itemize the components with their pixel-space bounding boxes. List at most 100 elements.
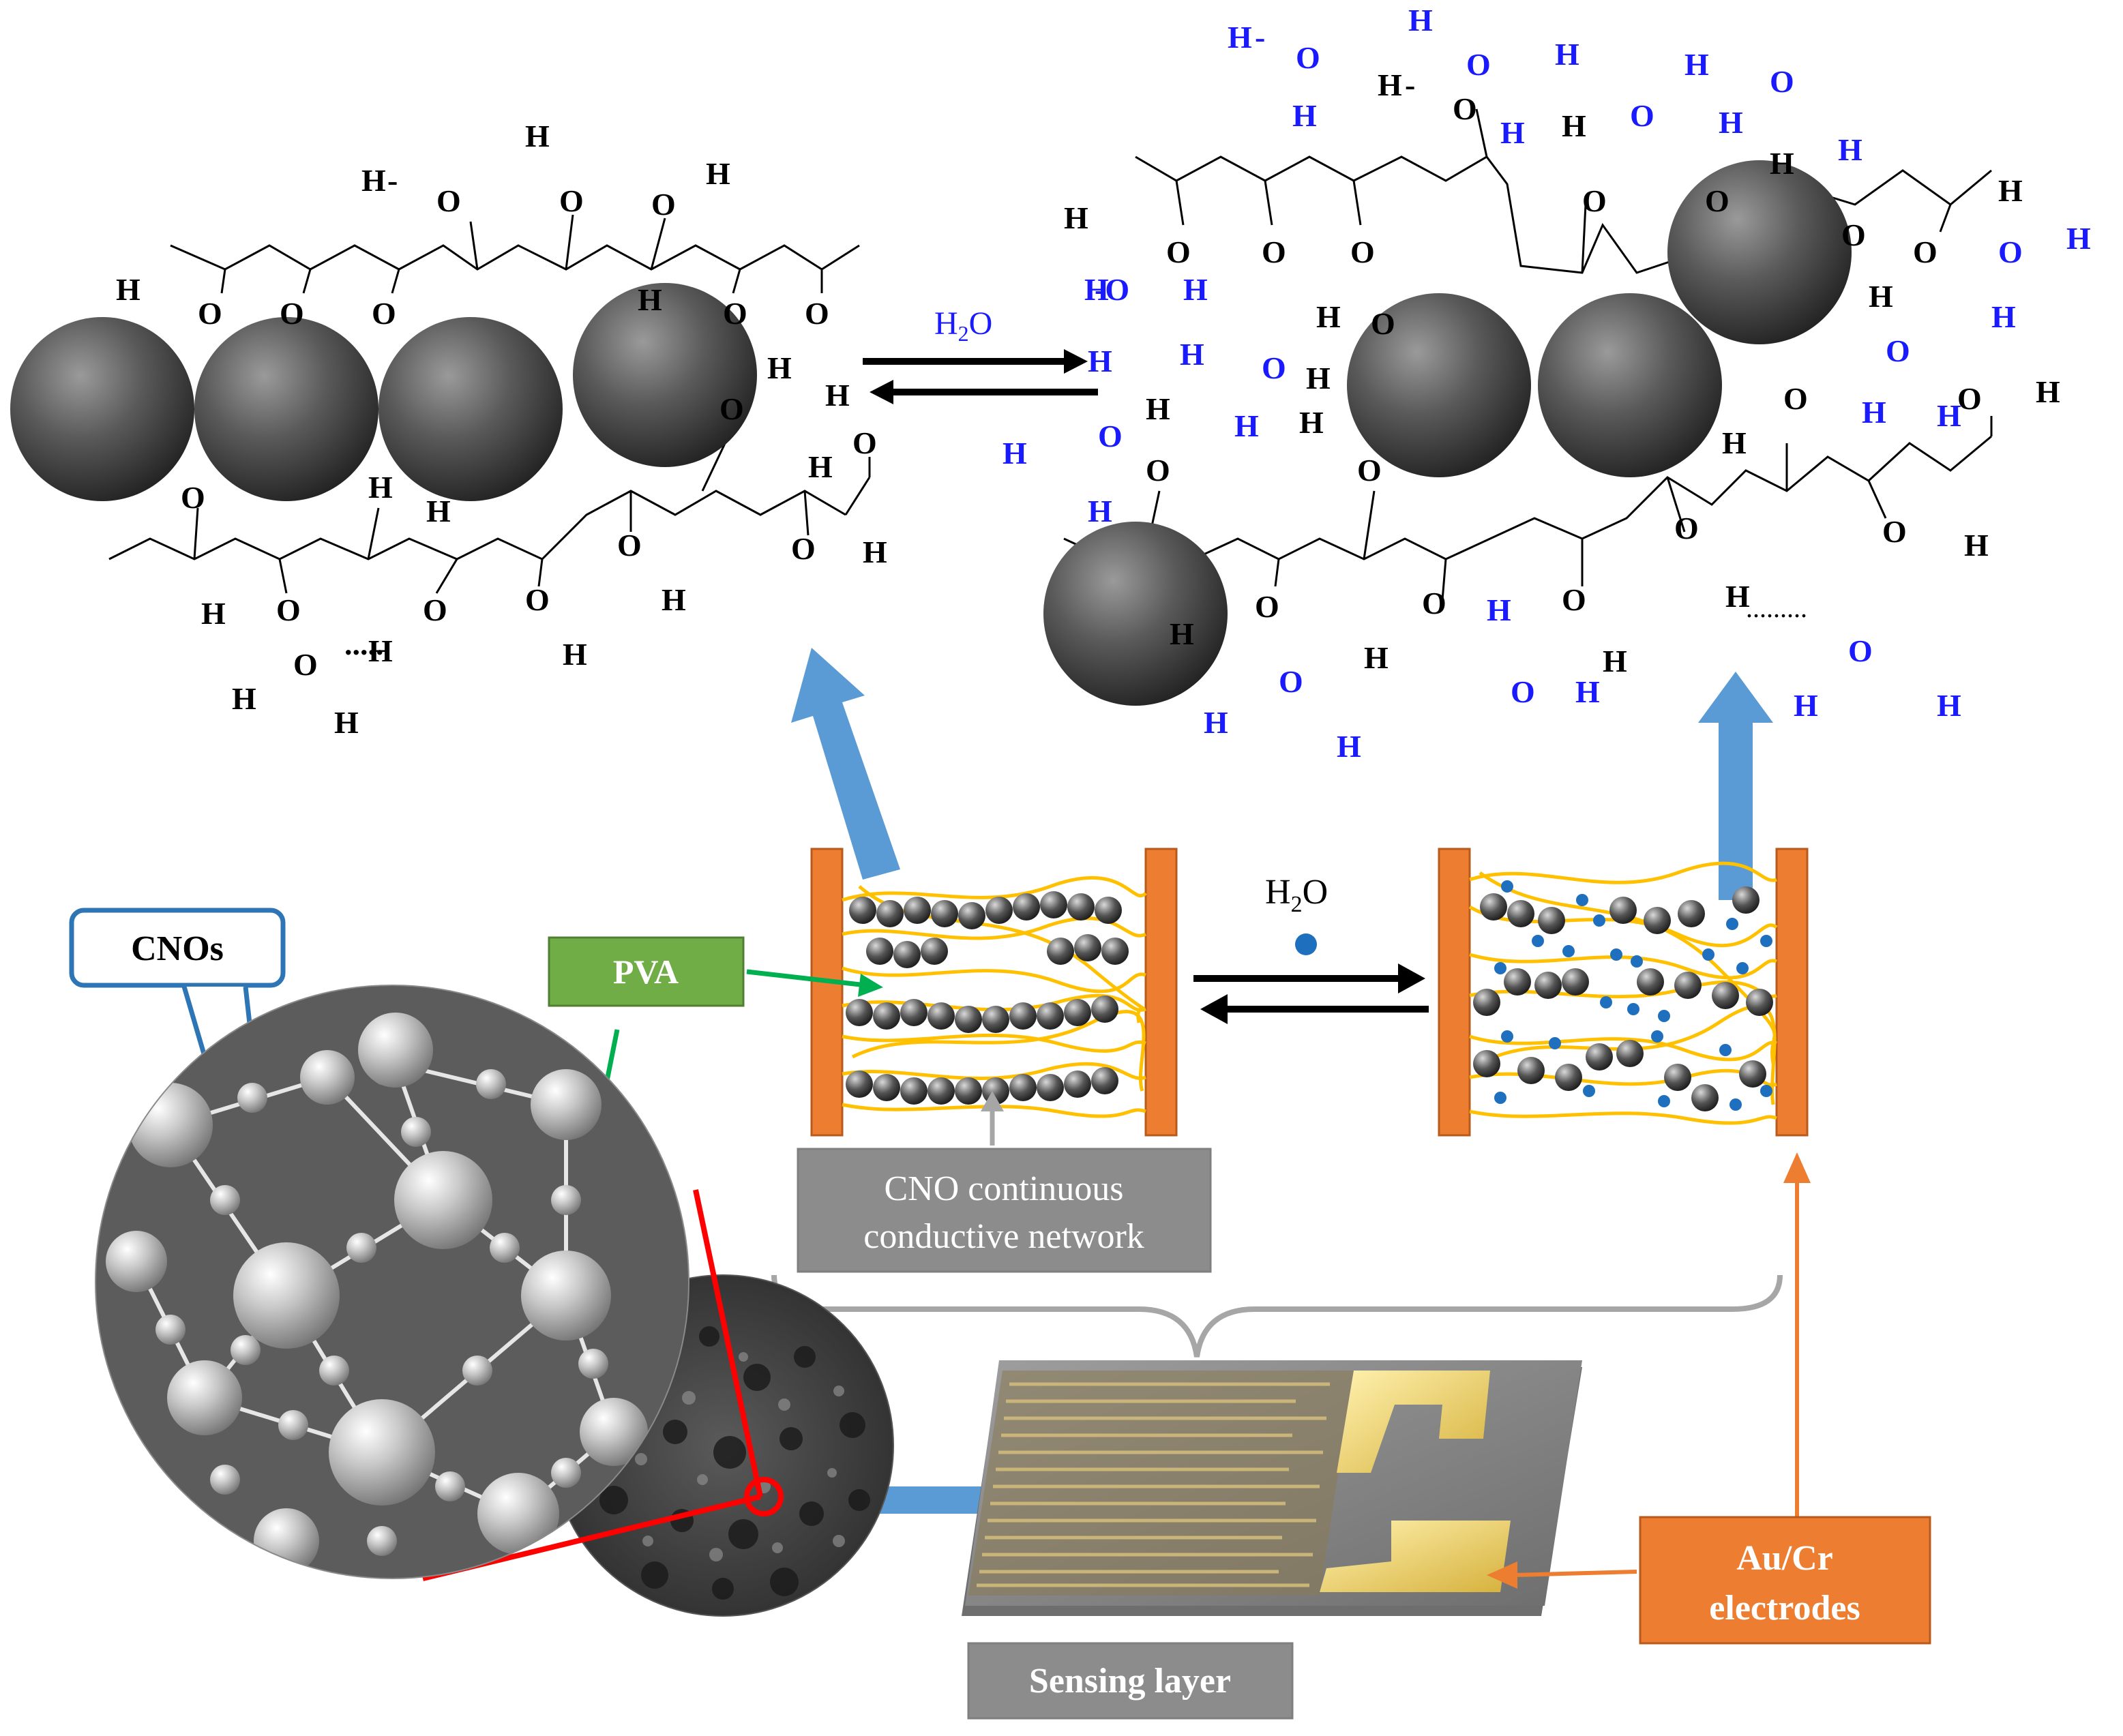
electrodes-label-box [1639, 1516, 1931, 1645]
atom-label: H [1408, 3, 1433, 38]
up-arrow-right [1698, 672, 1773, 900]
atom-label: H [1562, 108, 1586, 143]
atom-label: H [1146, 391, 1170, 426]
backbone-end-bond [844, 477, 871, 515]
sensor-chip [962, 1360, 1582, 1616]
atom-label: O [1422, 586, 1446, 620]
atom-label: H [1862, 395, 1886, 430]
atom-label: O [372, 296, 396, 331]
render-cno-spheres [106, 1013, 648, 1574]
cno-sphere [1043, 522, 1228, 706]
cno-sphere [10, 317, 194, 501]
atom-label: O [651, 187, 676, 222]
cno-sphere [378, 317, 563, 501]
atom-label: H [1869, 279, 1893, 314]
atom-label: O [1705, 183, 1729, 218]
atom-label: O [1098, 419, 1123, 453]
atom-label: -O [1095, 272, 1129, 307]
atom-label: H [1794, 688, 1818, 723]
atom-label: O [1582, 183, 1607, 218]
atom-label: H [1937, 398, 1961, 433]
atom-label: O [1674, 511, 1699, 545]
hydrated-lower-backbone [1063, 435, 1992, 560]
atom-label: O [198, 296, 222, 331]
atom-label: H [1575, 674, 1600, 709]
atom-label: H [1337, 729, 1361, 764]
blue-flow-arrows [791, 648, 1773, 1538]
electrode-bar-right [1775, 848, 1809, 1137]
atom-label: H [1487, 593, 1511, 627]
forward-arrowhead [1064, 349, 1088, 374]
atom-label: O [1957, 381, 1982, 416]
atom-label: H [1292, 98, 1317, 133]
electrodes-pointer-left [1513, 1570, 1637, 1577]
atom-label: H [1234, 408, 1259, 443]
cno-sphere [573, 283, 757, 467]
atom-label: - [387, 163, 398, 198]
cnos-label: CNOs [131, 929, 224, 968]
atom-label: H [1378, 68, 1402, 102]
atom-label: O [1453, 91, 1477, 126]
atom-label: H [1088, 494, 1112, 528]
atom-label: H [1770, 146, 1794, 181]
atom-label: H [1228, 20, 1252, 55]
atom-label: O [1350, 235, 1375, 269]
atom-label: O [1166, 235, 1191, 269]
atom-label: O [1262, 350, 1286, 385]
h2o-label-top: H2O [934, 305, 992, 346]
atom-label: H [1316, 299, 1341, 334]
network-label-line1: CNO continuous [885, 1169, 1124, 1208]
atom-label: H [1722, 425, 1747, 460]
atom-label: H [361, 163, 386, 198]
render-image [95, 985, 689, 1578]
pva-pointer-device [746, 969, 867, 988]
atom-label: O [1841, 218, 1866, 252]
electrodes-callout: Au/Cr electrodes [1487, 1152, 1931, 1645]
forward-arrowhead-device [1398, 963, 1425, 993]
dry-h-bond-dots: ..... [344, 627, 384, 661]
sensing-layer-brace [771, 1274, 1783, 1358]
atom-label: - [1405, 68, 1415, 102]
hydrated-device [1438, 848, 1809, 1137]
cno-balls-swollen [1473, 886, 1773, 1111]
atom-label: H [1306, 361, 1331, 395]
atom-label: O [1998, 235, 2023, 269]
right-arrow-sem-to-chip [829, 1463, 1088, 1538]
atom-label: H [2066, 221, 2091, 256]
atom-label: H [368, 633, 393, 668]
atom-label: O [1562, 582, 1586, 617]
electrodes-label-line1: Au/Cr [1736, 1539, 1833, 1578]
atom-label: H [1838, 132, 1862, 167]
cno-sphere [1347, 293, 1531, 477]
atom-label: H [662, 582, 686, 617]
render-outline [95, 985, 689, 1579]
h2o-label-device: H2O [1265, 873, 1328, 917]
atom-label: H [1088, 344, 1112, 378]
electrodes-pointer-up-head [1783, 1152, 1811, 1183]
cno-sphere [1538, 293, 1722, 477]
dry-device [810, 848, 1178, 1137]
electrode-bar-left [810, 848, 844, 1137]
pva-fibers [842, 876, 1147, 1118]
upper-pva-backbone [170, 244, 860, 271]
cno-ball-rows [846, 891, 1129, 1105]
atom-label: O [525, 582, 550, 617]
atom-label: O [1511, 674, 1535, 709]
atom-label: H [808, 449, 833, 484]
atom-label: H [525, 119, 550, 153]
atom-label: O [181, 480, 205, 515]
atom-label: O [1466, 47, 1491, 82]
atom-label: H [863, 535, 887, 569]
atom-label: H [334, 705, 359, 740]
atom-label: O [1848, 633, 1873, 668]
cnos-label-box [69, 908, 286, 988]
atom-label: H [1964, 528, 1989, 563]
atom-label: H [1204, 705, 1228, 740]
network-pointer-head [981, 1091, 1004, 1111]
atom-label: O [719, 391, 744, 426]
electrode-pad-bottom [1320, 1521, 1511, 1592]
atom-label: H [1998, 173, 2023, 208]
